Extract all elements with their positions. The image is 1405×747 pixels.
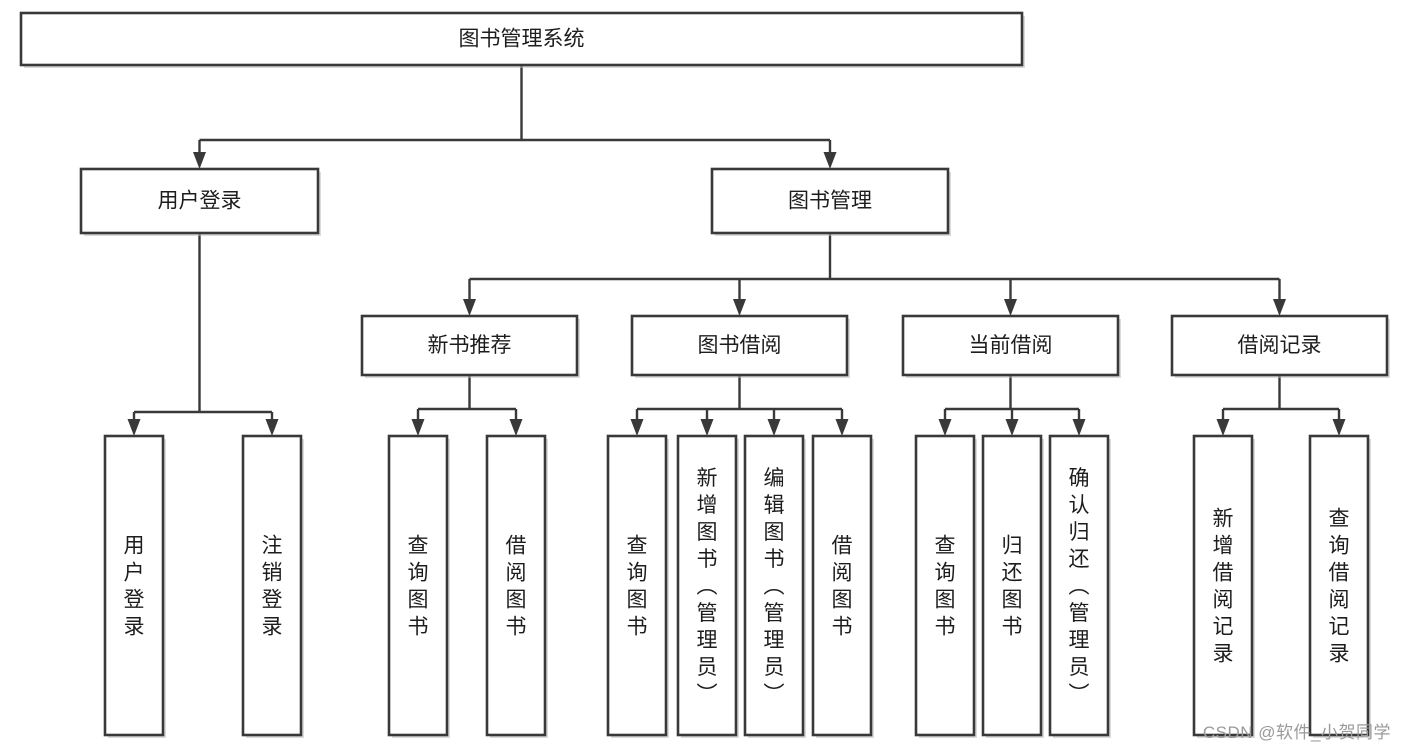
node-box: [1308, 434, 1370, 737]
node-current-borrow[interactable]: 当前借阅: [901, 314, 1121, 378]
node-leaf-rec-search[interactable]: 查询借阅记录: [1308, 434, 1371, 738]
node-label: 新书推荐: [428, 334, 512, 357]
nodes-layer: 图书管理系统用户登录图书管理新书推荐图书借阅当前借阅借阅记录用户登录注销登录查询…: [19, 11, 1390, 738]
node-box: [1192, 434, 1254, 737]
node-box: [241, 434, 303, 737]
node-box: [676, 434, 738, 737]
node-box: [606, 434, 668, 737]
node-label: 图书管理: [788, 190, 872, 213]
node-label: 查询借阅记录: [1329, 508, 1350, 666]
node-leaf-user-login[interactable]: 用户登录: [103, 434, 166, 738]
node-leaf-borrow-edit[interactable]: 编辑图书︵管理员︶: [743, 434, 806, 738]
node-label: 查询图书: [935, 535, 956, 639]
node-leaf-user-logout[interactable]: 注销登录: [241, 434, 304, 738]
edge-group-new-book-rec: [411, 375, 523, 436]
node-label: 编辑图书︵管理员︶: [764, 467, 785, 706]
node-user-login[interactable]: 用户登录: [79, 167, 321, 236]
node-label: 查询图书: [408, 535, 429, 639]
node-leaf-borrow-do[interactable]: 借阅图书: [811, 434, 874, 738]
node-borrow-record[interactable]: 借阅记录: [1170, 314, 1390, 378]
node-box: [19, 11, 1024, 67]
node-box: [743, 434, 805, 737]
node-leaf-rec-borrow[interactable]: 借阅图书: [485, 434, 548, 738]
node-leaf-cur-confirm[interactable]: 确认归还︵管理员︶: [1048, 434, 1111, 738]
node-label: 归还图书: [1002, 535, 1023, 639]
node-label: 当前借阅: [969, 334, 1053, 357]
node-box: [387, 434, 449, 737]
node-label: 用户登录: [158, 190, 242, 213]
node-label: 确认归还︵管理员︶: [1069, 467, 1090, 706]
node-label: 新增图书︵管理员︶: [697, 467, 718, 706]
edge-group-current-borrow: [938, 375, 1086, 436]
node-new-book-rec[interactable]: 新书推荐: [360, 314, 580, 378]
node-book-manage[interactable]: 图书管理: [710, 167, 951, 236]
node-root[interactable]: 图书管理系统: [19, 11, 1025, 68]
node-label: 图书借阅: [698, 334, 782, 357]
node-leaf-borrow-add[interactable]: 新增图书︵管理员︶: [676, 434, 739, 738]
node-box: [901, 314, 1120, 377]
edge-group-book-manage: [463, 233, 1286, 316]
node-label: 注销登录: [262, 535, 283, 639]
node-box: [811, 434, 873, 737]
node-label: 用户登录: [124, 535, 145, 639]
node-box: [360, 314, 579, 377]
node-label: 查询图书: [627, 535, 648, 639]
node-leaf-borrow-query[interactable]: 查询图书: [606, 434, 669, 738]
node-label: 借阅图书: [506, 535, 527, 639]
edge-group-borrow-record: [1216, 375, 1346, 436]
node-leaf-cur-query[interactable]: 查询图书: [914, 434, 977, 738]
node-box: [710, 167, 950, 235]
node-label: 图书管理系统: [459, 28, 585, 51]
node-box: [981, 434, 1043, 737]
node-book-borrow[interactable]: 图书借阅: [630, 314, 850, 378]
edge-group-root: [193, 65, 837, 169]
node-label: 新增借阅记录: [1213, 508, 1234, 666]
edge-group-user-login: [127, 233, 279, 436]
node-leaf-cur-return[interactable]: 归还图书: [981, 434, 1044, 738]
node-label: 借阅图书: [832, 535, 853, 639]
node-box: [79, 167, 320, 235]
edges-layer: [127, 65, 1346, 436]
node-leaf-rec-add[interactable]: 新增借阅记录: [1192, 434, 1255, 738]
node-leaf-rec-query[interactable]: 查询图书: [387, 434, 450, 738]
edge-group-book-borrow: [630, 375, 849, 436]
node-box: [1048, 434, 1110, 737]
node-box: [1170, 314, 1389, 377]
node-box: [914, 434, 976, 737]
node-box: [630, 314, 849, 377]
node-box: [485, 434, 547, 737]
node-label: 借阅记录: [1238, 334, 1322, 357]
node-box: [103, 434, 165, 737]
